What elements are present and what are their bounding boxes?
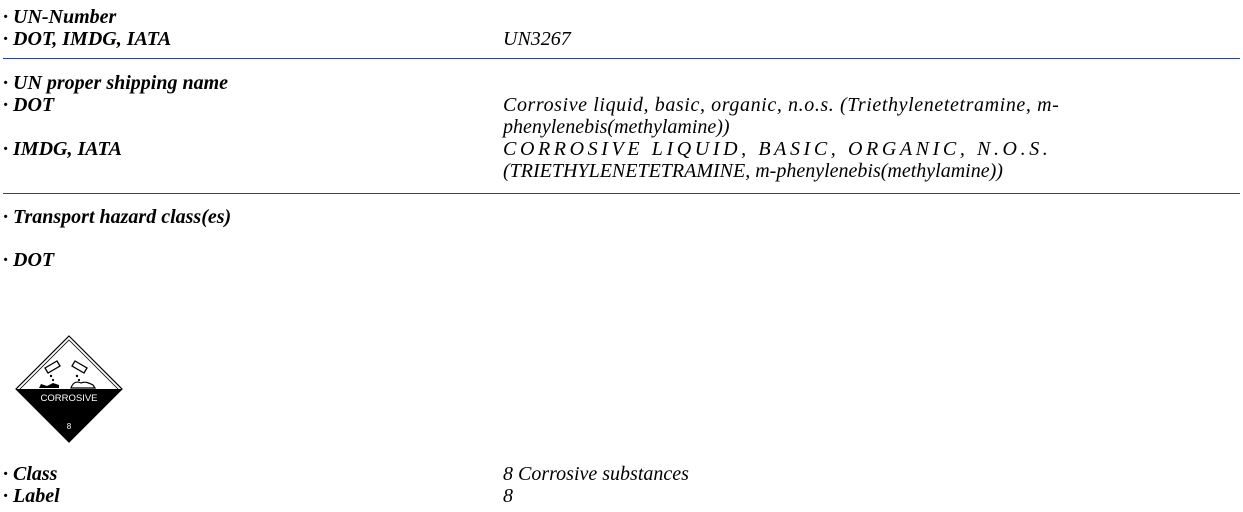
shipping-name-dot-label: · DOT <box>3 94 55 116</box>
un-number-row: · DOT, IMDG, IATA UN3267 <box>3 28 1240 50</box>
dot-value-line-2: phenylenebis(methylamine)) <box>503 116 730 138</box>
un-number-heading-row: · UN-Number <box>3 6 1240 28</box>
hazard-class-dot-row: · DOT <box>3 249 1240 271</box>
dot-value-line-1: Corrosive liquid, basic, organic, n.o.s.… <box>503 94 1060 116</box>
shipping-name-heading-row: · UN proper shipping name <box>3 72 1240 94</box>
hazard-class-heading-row: · Transport hazard class(es) <box>3 206 1240 228</box>
label-value: 8 <box>503 485 513 507</box>
section-divider <box>3 193 1240 194</box>
class-label: · Class <box>3 463 58 485</box>
un-number-heading: · UN-Number <box>3 6 117 28</box>
shipping-name-imdg-iata-label: · IMDG, IATA <box>3 138 122 160</box>
hazard-class-row: · Class 8 Corrosive substances <box>3 463 1240 485</box>
corrosive-placard-icon: CORROSIVE 8 <box>15 335 123 443</box>
section-divider <box>3 58 1240 59</box>
shipping-name-dot-row: · DOT Corrosive liquid, basic, organic, … <box>3 94 1240 138</box>
placard-number: 8 <box>67 422 72 431</box>
label-label: · Label <box>3 485 60 507</box>
shipping-name-dot-value: Corrosive liquid, basic, organic, n.o.s.… <box>503 94 1240 138</box>
placard-text: CORROSIVE <box>40 393 97 404</box>
imdg-value-line-1: CORROSIVE LIQUID, BASIC, ORGANIC, N.O.S. <box>503 138 1052 160</box>
hazard-class-dot-label: · DOT <box>3 249 55 271</box>
shipping-name-heading: · UN proper shipping name <box>3 72 229 94</box>
hazard-label-row: · Label 8 <box>3 485 1240 507</box>
imdg-value-line-2: (TRIETHYLENETETRAMINE, m-phenylenebis(me… <box>503 160 1003 182</box>
un-number-value: UN3267 <box>503 28 571 50</box>
un-number-modes-label: · DOT, IMDG, IATA <box>3 28 172 50</box>
shipping-name-imdg-row: · IMDG, IATA CORROSIVE LIQUID, BASIC, OR… <box>3 138 1240 182</box>
class-value: 8 Corrosive substances <box>503 463 689 485</box>
shipping-name-imdg-iata-value: CORROSIVE LIQUID, BASIC, ORGANIC, N.O.S.… <box>503 138 1240 182</box>
hazard-class-heading: · Transport hazard class(es) <box>3 206 232 228</box>
